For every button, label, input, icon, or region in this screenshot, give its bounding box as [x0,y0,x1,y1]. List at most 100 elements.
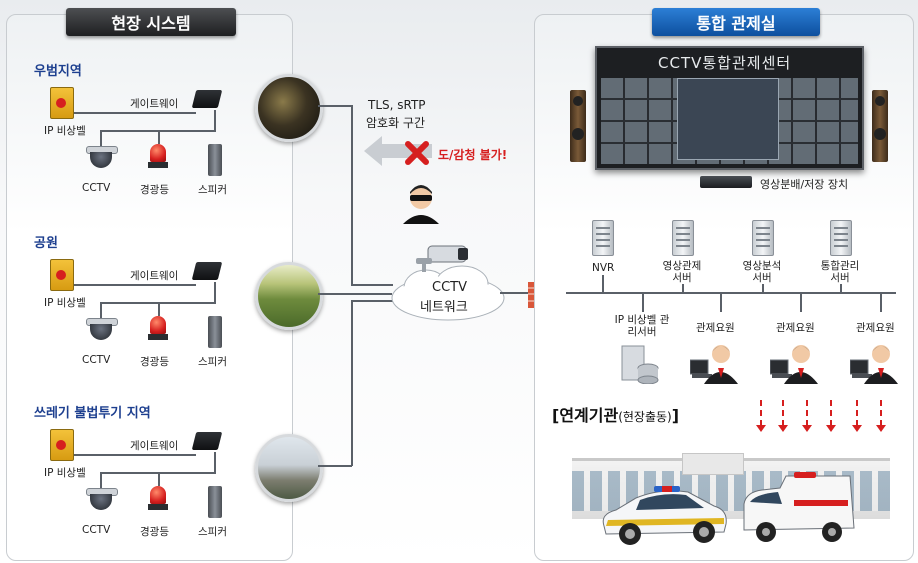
ip-bell-device-icon [50,259,74,291]
cctv-label: CCTV [82,182,111,194]
dispatch-arrow [876,400,886,432]
zone-title: 공원 [34,236,58,251]
cctv-dome-icon [86,146,118,168]
agency-title-close: ] [671,406,680,425]
speaker-device-icon [208,144,222,176]
cctv-drop [100,130,102,146]
network-camera-icon [416,245,468,272]
link-cloud-firewall [500,292,530,294]
video-control-drop [682,284,684,292]
link-to-cloud-top [351,284,393,286]
ip-bell-device-icon [50,87,74,119]
police-car-icon [602,486,727,545]
cctv-dome-icon [86,488,118,510]
nvr-label: NVR [592,262,615,274]
operator1-drop [720,294,722,312]
speaker-label: 스피커 [198,526,227,538]
dispatch-arrow [756,400,766,432]
warning-light-icon [148,316,168,342]
zone-title: 쓰레기 불법투기 지역 [34,406,151,421]
cctv-label: CCTV [82,524,111,536]
bell-to-gateway [74,112,196,114]
ipbell-server-drop [642,294,644,312]
operator-icon [850,345,898,384]
speaker-device-icon [208,316,222,348]
video-analysis-drop [762,284,764,292]
encryption-label-1: TLS, sRTP [368,98,426,112]
agency-title-sub: (현장출동) [618,410,672,424]
zone-photo-dump-area [255,434,323,502]
warning-light-icon [148,144,168,170]
operator3-drop [880,294,882,312]
agency-title-main: [연계기관 [552,406,619,425]
light-drop [158,472,160,486]
field-system-title: 현장 시스템 [66,8,236,36]
gateway-device-icon [191,262,223,280]
video-analysis-server-icon [752,220,774,256]
operator-label-1: 관제요원 [696,322,735,334]
distributor-label: 영상분배/저장 장치 [760,178,849,191]
light-drop [158,130,160,144]
link-to-cloud-bottom [351,300,393,302]
encryption-label-2: 암호화 구간 [366,116,426,130]
ipbell-server-label: IP 비상벨 관리서버 [614,314,670,338]
ambulance-icon [743,472,855,542]
ip-bell-label: IP 비상벨 [44,297,86,309]
bell-to-gateway [74,284,196,286]
link-zone3 [318,465,352,467]
light-drop [158,302,160,316]
warning-light-label: 경광등 [140,184,169,196]
gateway-label: 게이트웨이 [130,440,179,452]
cctv-dome-icon [86,318,118,340]
dispatch-arrow [852,400,862,432]
ip-bell-device-icon [50,429,74,461]
cctv-network-cloud [391,265,505,321]
dispatch-arrow [826,400,836,432]
integrated-mgmt-server-label: 통합관리 서버 [820,260,860,284]
warning-light-label: 경광등 [140,356,169,368]
control-room-title: 통합 관제실 [652,8,820,36]
database-icon [621,345,659,384]
encrypted-flow-arrow [364,136,432,166]
ip-bell-label: IP 비상벨 [44,125,86,137]
hacker-icon [403,185,439,224]
operator-label-3: 관제요원 [856,322,895,334]
video-wall [595,46,864,170]
agency-title: [연계기관(현장출동)] [552,402,679,426]
left-speaker [570,90,586,162]
zone-photo-night-street [255,74,323,142]
zone-photo-park [255,262,323,330]
operator-icon [690,345,738,384]
network-label-1: CCTV [432,280,467,295]
gateway-bus [214,110,216,130]
nvr-drop [602,275,604,292]
link-vertical-top [351,105,353,285]
cctv-label: CCTV [82,354,111,366]
speaker-label: 스피커 [198,184,227,196]
video-wall-map [677,78,779,160]
ip-bell-label: IP 비상벨 [44,467,86,479]
blocked-x-icon [405,141,429,165]
speaker-device-icon [208,486,222,518]
cctv-drop [100,302,102,318]
video-control-server-label: 영상관제 서버 [662,260,702,284]
integrated-mgmt-drop [840,284,842,292]
link-vertical-bottom [351,300,353,466]
gateway-label: 게이트웨이 [130,98,179,110]
dispatch-arrow [802,400,812,432]
backbone-bus [566,292,896,294]
gateway-device-icon [191,432,223,450]
video-analysis-server-label: 영상분석 서버 [742,260,782,284]
cctv-drop [100,472,102,488]
network-label-2: 네트워크 [420,300,468,315]
gateway-device-icon [191,90,223,108]
link-zone1 [318,105,352,107]
gateway-label: 게이트웨이 [130,270,179,282]
video-control-server-icon [672,220,694,256]
right-speaker [872,90,888,162]
warning-light-icon [148,486,168,512]
gateway-bus [214,452,216,472]
video-distributor-device [700,176,752,188]
speaker-label: 스피커 [198,356,227,368]
operator-label-2: 관제요원 [776,322,815,334]
